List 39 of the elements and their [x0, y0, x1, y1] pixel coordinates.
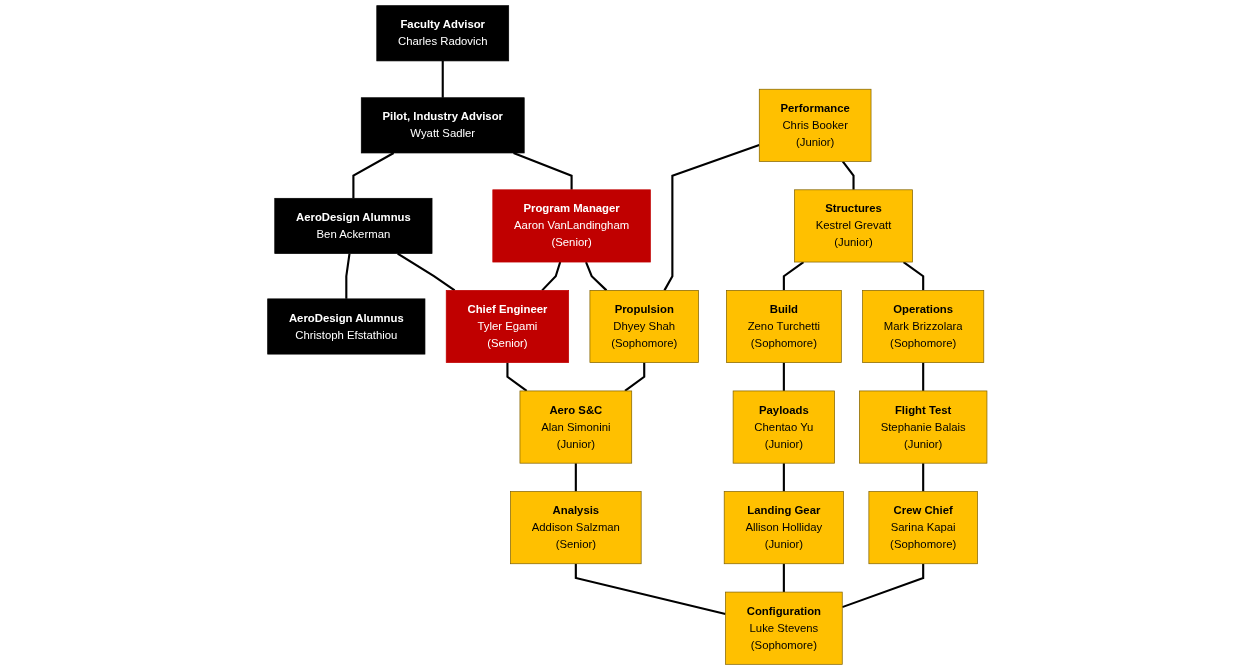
- node-box: Performance Chris Booker (Junior): [758, 88, 872, 162]
- connector: [441, 60, 444, 98]
- node-box: Configuration Luke Stevens (Sophomore): [724, 591, 843, 665]
- connector: [512, 152, 573, 190]
- node-box: Operations Mark Brizzolara (Sophomore): [861, 290, 984, 363]
- node-box: Payloads Chentao Yu (Junior): [732, 390, 835, 464]
- node-box: Structures Kestrel Grevatt (Junior): [793, 189, 913, 263]
- node-box: Build Zeno Turchetti (Sophomore): [725, 290, 842, 363]
- connector: [541, 261, 561, 292]
- connector: [352, 152, 394, 199]
- node-box: Flight Test Stephanie Balais (Junior): [858, 390, 987, 464]
- connector: [902, 261, 924, 291]
- connector: [506, 362, 527, 392]
- connector: [782, 362, 785, 391]
- connector: [921, 362, 924, 391]
- node-box: Crew Chief Sarina Kapai (Sophomore): [868, 491, 978, 565]
- connector: [782, 563, 785, 593]
- node-box: Chief Engineer Tyler Egami (Senior): [445, 290, 569, 363]
- connector: [921, 463, 924, 492]
- connector: [841, 160, 855, 190]
- connector: [782, 261, 804, 291]
- node-box: Program Manager Aaron VanLandingham (Senior): [492, 189, 651, 263]
- connector: [574, 563, 726, 616]
- connector: [782, 463, 785, 492]
- connector: [624, 362, 645, 392]
- node-box: Faculty Advisor Charles Radovich: [376, 5, 509, 62]
- node-box: AeroDesign Alumnus Christoph Efstathiou: [267, 298, 425, 355]
- node-box: Landing Gear Allison Holliday (Junior): [723, 491, 844, 565]
- node-box: Pilot, Industry Advisor Wyatt Sadler: [360, 97, 525, 154]
- connector: [574, 463, 577, 492]
- node-box: Aero S&C Alan Simonini (Junior): [519, 390, 632, 464]
- connector: [841, 563, 924, 609]
- connector: [584, 261, 607, 292]
- node-box: Analysis Addison Salzman (Senior): [509, 491, 642, 565]
- node-box: Propulsion Dhyey Shah (Sophomore): [589, 290, 699, 363]
- connector: [396, 252, 455, 292]
- connector: [344, 253, 351, 299]
- node-box: AeroDesign Alumnus Ben Ackerman: [274, 197, 433, 254]
- connector: [663, 144, 760, 291]
